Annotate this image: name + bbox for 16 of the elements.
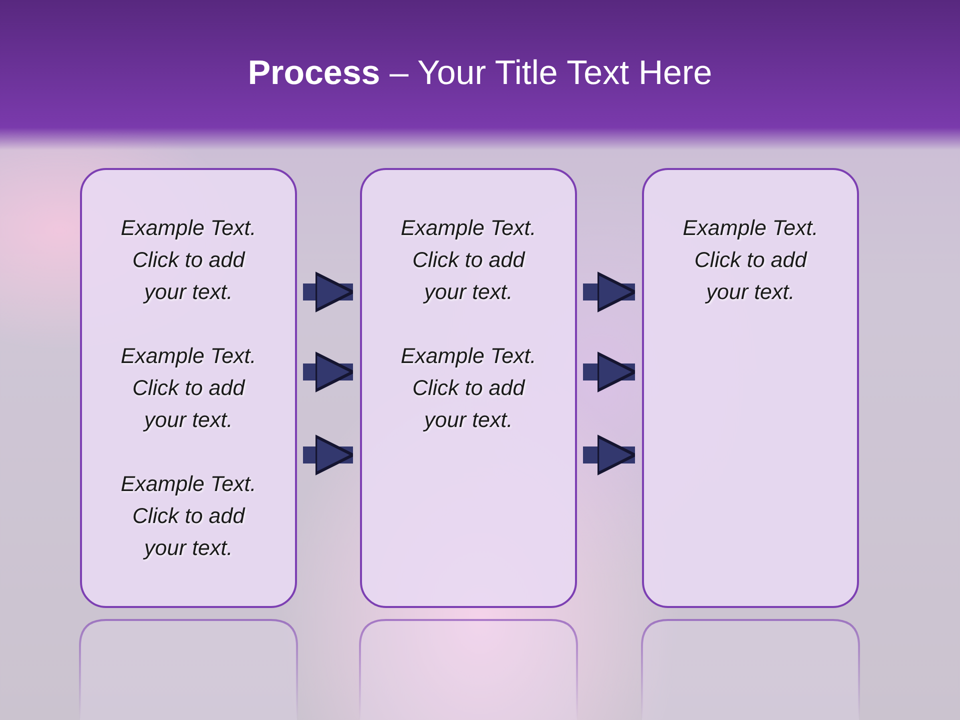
block-arrow [583, 434, 636, 476]
body-text: Example Text. Click to add your text. [400, 215, 538, 306]
body-text: Example Text. Click to add your text. [400, 343, 538, 434]
process-box [80, 168, 297, 608]
block-arrow [583, 272, 636, 312]
block-arrow [303, 434, 354, 476]
block-arrow [303, 272, 354, 312]
block-arrow [303, 352, 354, 392]
body-text: Example Text. Click to add your text. [120, 343, 258, 434]
body-text: Example Text. Click to add your text. [682, 215, 820, 306]
body-text: Example Text. Click to add your text. [120, 471, 258, 562]
process-box [360, 168, 577, 608]
body-text: Example Text. Click to add your text. [120, 215, 258, 306]
slide-title: Process – Your Title Text Here [248, 54, 712, 93]
process-box [642, 168, 859, 608]
block-arrow [583, 352, 636, 392]
